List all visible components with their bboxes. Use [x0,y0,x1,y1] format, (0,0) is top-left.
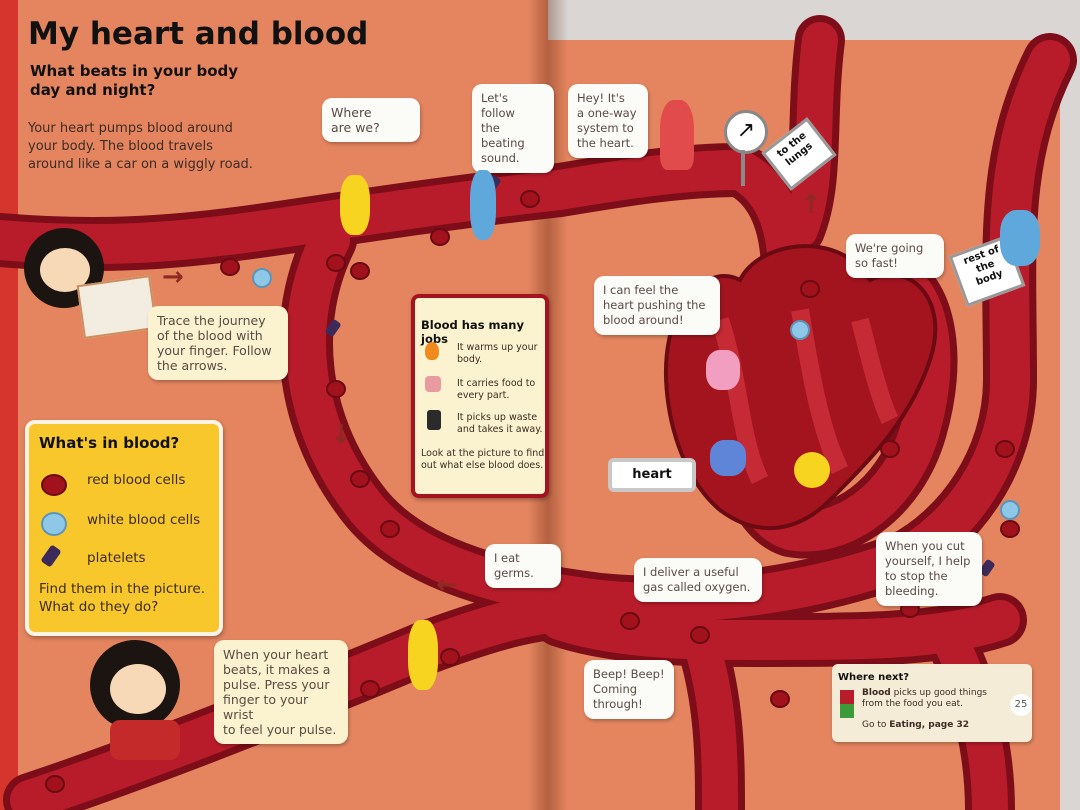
red-blood-cell [690,626,710,644]
red-blood-cell [360,680,380,698]
speech-bubble-beep: Beep! Beep! Coming through! [584,660,674,719]
girl-dress [110,720,180,760]
where-next-box: Where next? Blood picks up good things f… [832,664,1032,742]
red-blood-cell [770,690,790,708]
where-next-line: picks up good things from the food you e… [862,688,987,709]
goto-target: Eating, page 32 [889,720,969,730]
where-next-bold: Blood [862,688,891,698]
speech-bubble-trace: Trace the journey of the blood with your… [148,306,288,380]
flow-arrow: ← [436,570,458,600]
red-blood-cell [520,190,540,208]
where-next-text: Blood picks up good things from the food… [862,688,987,710]
page-number-right: 25 [1010,694,1032,716]
red-blood-cell [380,520,400,538]
whats-in-blood-box: What's in blood? red blood cells white b… [25,420,223,636]
flame-icon [425,342,439,360]
vacuum-icon [427,410,441,430]
red-blood-cell-icon [41,474,67,496]
red-blood-cell [620,612,640,630]
blood-jobs-footer: Look at the picture to find out what els… [421,448,545,471]
blue-character-left [470,170,496,240]
bunny-character [660,100,694,170]
heart-label: heart [608,458,696,492]
flow-arrow: → [162,262,184,292]
red-blood-cell [45,775,65,793]
speech-bubble-oneway: Hey! It's a one-way system to the heart. [568,84,648,158]
where-next-title: Where next? [838,672,910,683]
legend-white-blood-cells: white blood cells [87,512,201,528]
speech-bubble-follow: Let's follow the beating sound. [472,84,554,173]
speech-bubble-feel: I can feel the heart pushing the blood a… [594,276,720,335]
white-blood-cell [252,268,272,288]
red-blood-cell [800,280,820,298]
goto-link[interactable]: Go to Eating, page 32 [862,720,969,730]
sign-pole [741,150,745,186]
pink-character [706,350,740,390]
speech-bubble-where: Where are we? [322,98,420,142]
red-blood-cell [350,470,370,488]
whats-in-blood-title: What's in blood? [39,434,180,452]
red-blood-cell [880,440,900,458]
legend-platelets: platelets [87,550,146,566]
white-blood-cell [1000,500,1020,520]
white-blood-cell [790,320,810,340]
blood-jobs-box: Blood has many jobs It warms up your bod… [411,294,549,498]
speech-bubble-pulse: When your heart beats, it makes a pulse.… [214,640,348,744]
page-subtitle: What beats in your body day and night? [30,62,239,99]
color-key-red [840,690,854,704]
page-title: My heart and blood [28,16,369,52]
job-waste: It picks up waste and takes it away. [457,412,543,435]
red-blood-cell [326,380,346,398]
left-edge-strip [0,0,18,810]
red-blood-cell [440,648,460,666]
food-icon [425,376,441,392]
speech-bubble-fast: We're going so fast! [846,234,944,278]
goto-prefix: Go to [862,720,890,730]
color-key-green [840,704,854,718]
job-food: It carries food to every part. [457,378,536,401]
yellow-character-bottom [408,620,438,690]
legend-red-blood-cells: red blood cells [87,472,186,488]
blue-character [1000,210,1040,266]
blue-character-2 [710,440,746,476]
blood-jobs-title: Blood has many jobs [421,318,524,346]
red-blood-cell [995,440,1015,458]
red-blood-cell [326,254,346,272]
red-blood-cell [350,262,370,280]
yellow-character-left [340,175,370,235]
sign-arrow: ↗ [724,110,768,154]
girl-face-2 [110,664,166,714]
yellow-character [794,452,830,488]
flow-arrow: ↓ [330,420,352,450]
speech-bubble-cut: When you cut yourself, I help to stop th… [876,532,982,606]
flow-arrow: ↑ [800,190,822,220]
red-blood-cell [220,258,240,276]
speech-bubble-oxygen: I deliver a useful gas called oxygen. [634,558,762,602]
speech-bubble-germs: I eat germs. [485,544,561,588]
intro-text: Your heart pumps blood around your body.… [28,121,253,172]
platelet-icon [40,544,62,568]
book-illustration [76,275,158,339]
white-blood-cell-icon [41,512,67,536]
red-blood-cell [430,228,450,246]
job-warms: It warms up your body. [457,342,538,365]
whats-in-blood-footer: Find them in the picture. What do they d… [39,581,206,615]
red-blood-cell [1000,520,1020,538]
